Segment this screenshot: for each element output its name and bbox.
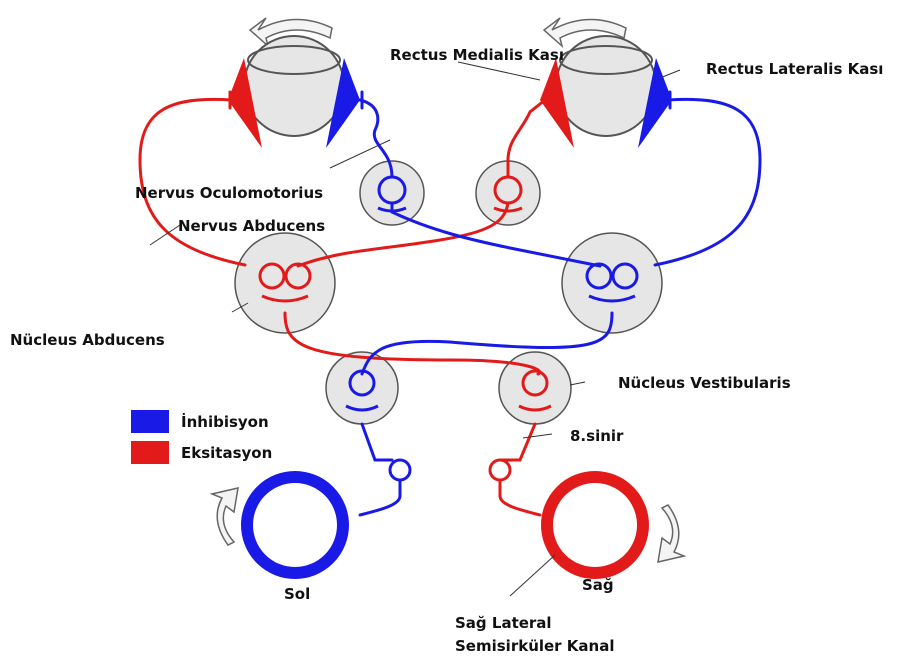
label-nucleus-abducens: Nücleus Abducens	[10, 331, 165, 349]
left-eyeball	[244, 36, 344, 136]
legend-label-inhibition: İnhibisyon	[181, 412, 269, 431]
label-canal-line1: Sağ Lateral	[455, 614, 552, 632]
legend-swatch-inhibition	[131, 410, 169, 433]
right-canal-rotation-arrow	[658, 505, 684, 562]
label-sol: Sol	[284, 585, 310, 603]
label-nervus-abducens: Nervus Abducens	[178, 217, 325, 235]
right-eyeball	[556, 36, 656, 136]
label-nervus-oculomotorius: Nervus Oculomotorius	[135, 184, 323, 202]
legend-swatch-excitation	[131, 441, 169, 464]
inhibitory-pathways	[360, 92, 760, 515]
label-canal-line2: Semisirküler Kanal	[455, 637, 615, 655]
left-vestibular-nucleus	[326, 352, 398, 424]
label-rectus-medialis: Rectus Medialis Kası	[390, 46, 564, 64]
label-8-sinir: 8.sinir	[570, 427, 624, 445]
legend-label-excitation: Eksitasyon	[181, 444, 272, 462]
label-nucleus-vestibularis: Nücleus Vestibularis	[618, 374, 791, 392]
label-sag: Sağ	[582, 576, 614, 594]
left-semicircular-canal	[247, 477, 343, 573]
left-canal-rotation-arrow	[212, 488, 238, 545]
right-semicircular-canal	[547, 477, 643, 573]
label-rectus-lateralis: Rectus Lateralis Kası	[706, 60, 883, 78]
